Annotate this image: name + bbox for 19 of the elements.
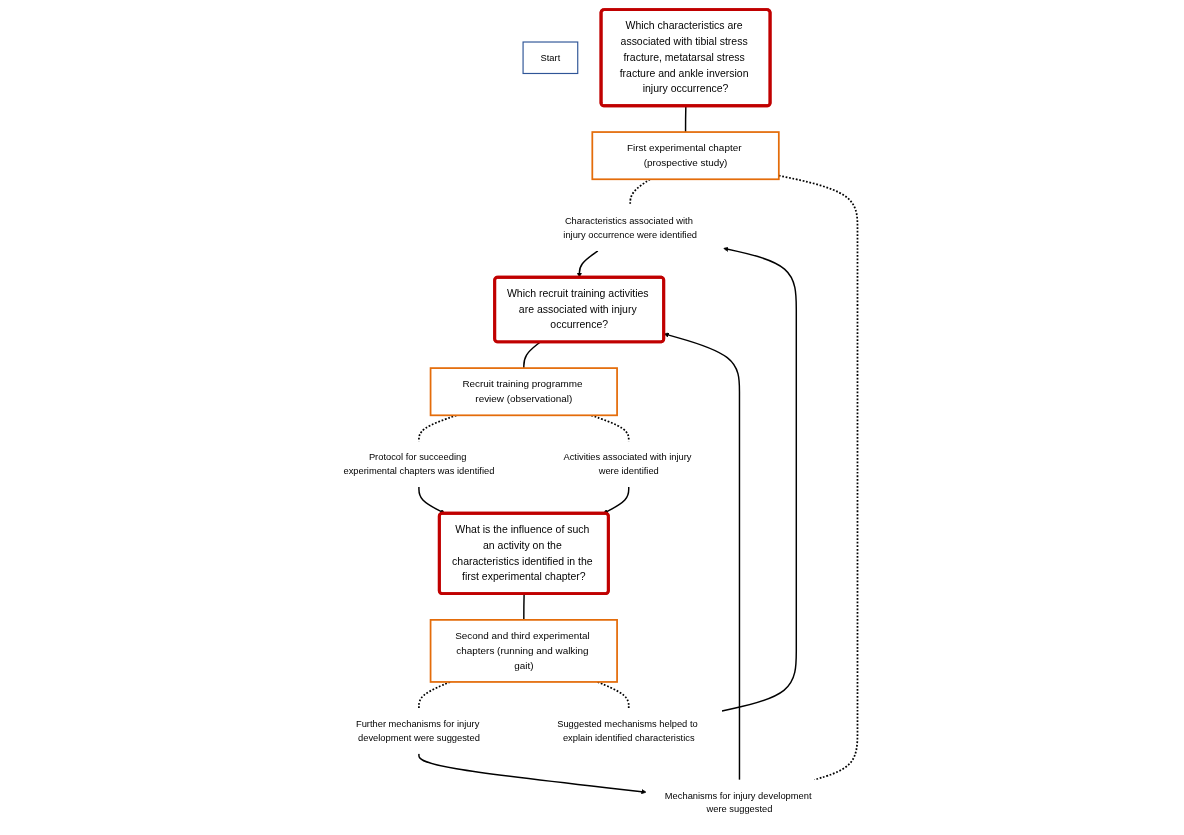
node-box: Start	[522, 41, 579, 75]
node-text: Mechanisms for injury development were suggested	[665, 790, 812, 815]
node-box: First experimental chapter (prospective study)	[591, 131, 781, 181]
arrow	[418, 486, 446, 514]
node-text: Activities associated with injury were identified	[563, 452, 692, 476]
node-text: Further mechanisms for injury development were suggested	[356, 718, 481, 743]
node-text: Characteristics associated with injury occurrence were identified	[563, 215, 698, 240]
arrow	[603, 486, 630, 514]
arrow	[664, 332, 741, 781]
arrow	[418, 752, 647, 795]
node-box: Second and third experimental chapters (running and walking gait)	[430, 619, 619, 683]
arrow	[577, 250, 599, 278]
arrow	[721, 246, 798, 712]
connector	[523, 341, 542, 369]
connector	[523, 593, 526, 621]
connector	[685, 105, 687, 133]
node-text: Suggested mechanisms helped to explain identified characteristics	[557, 718, 699, 743]
node-text: Protocol for succeeding experimental chapters was identified	[343, 452, 495, 476]
node-box: Recruit training programme review (observational)	[430, 367, 619, 417]
